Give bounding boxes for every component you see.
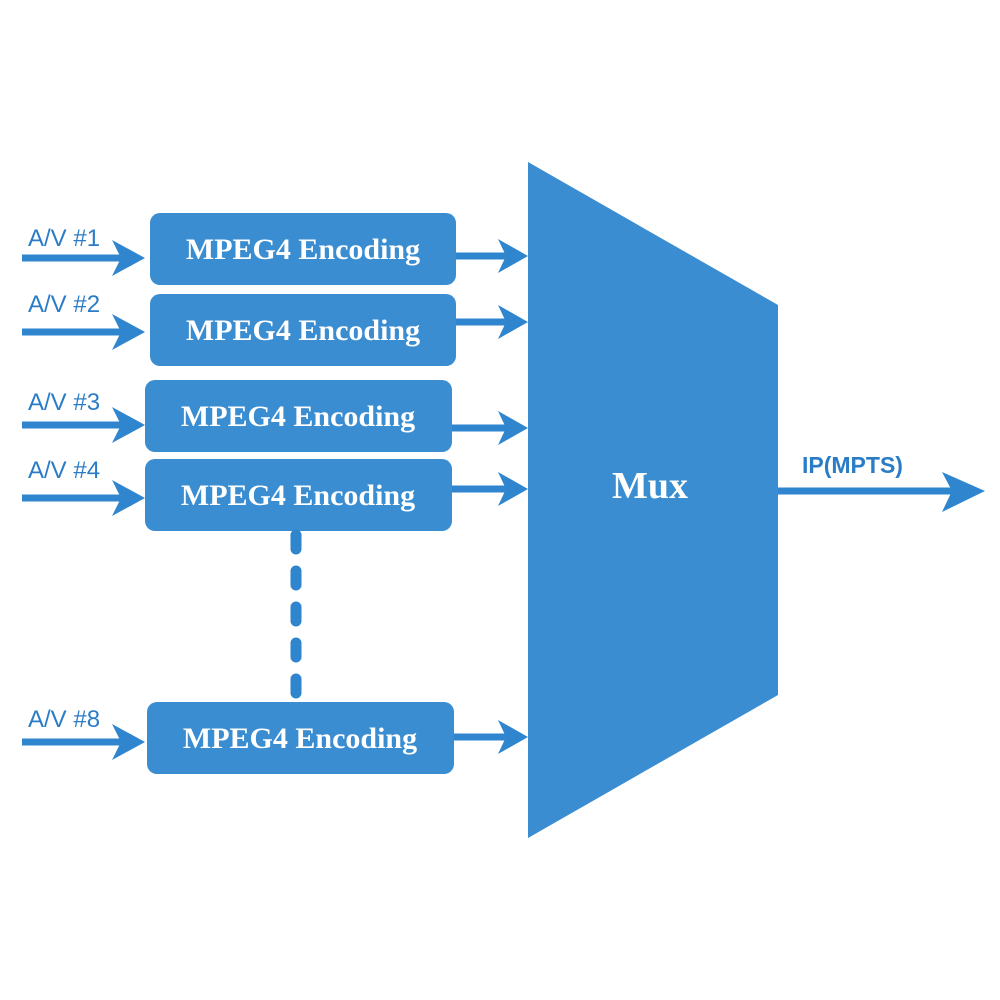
encoder-row-4: A/V #4 MPEG4 Encoding	[22, 457, 528, 531]
input-arrow-2-head	[112, 314, 145, 350]
input-arrow-3-head	[112, 407, 145, 443]
encoder-box-1-label: MPEG4 Encoding	[186, 233, 420, 266]
output-label: IP(MPTS)	[802, 452, 903, 478]
output-arrow-3-head	[498, 411, 528, 445]
encoder-box-1	[150, 213, 456, 285]
encoder-box-2	[150, 294, 456, 366]
encoder-row-1: A/V #1 MPEG4 Encoding	[22, 213, 528, 285]
encoder-box-3-label: MPEG4 Encoding	[181, 400, 415, 433]
input-label-1: A/V #1	[28, 225, 100, 252]
input-arrow-1-head	[112, 240, 145, 276]
encoder-box-8	[147, 702, 454, 774]
encoder-box-8-label: MPEG4 Encoding	[183, 722, 417, 755]
encoder-row-2: A/V #2 MPEG4 Encoding	[22, 291, 528, 366]
input-label-3: A/V #3	[28, 389, 100, 416]
input-arrow-4-head	[112, 480, 145, 516]
input-label-2: A/V #2	[28, 291, 100, 318]
output-arrow-head	[942, 472, 985, 512]
output-arrow: IP(MPTS)	[778, 452, 985, 512]
output-arrow-4-head	[498, 472, 528, 506]
output-arrow-2-head	[498, 305, 528, 339]
encoder-box-2-label: MPEG4 Encoding	[186, 314, 420, 347]
output-arrow-1-head	[498, 239, 528, 273]
input-arrow-8-head	[112, 724, 145, 760]
output-arrow-8-head	[498, 720, 528, 754]
input-label-4: A/V #4	[28, 457, 100, 484]
input-label-8: A/V #8	[28, 706, 100, 733]
encoder-box-4	[145, 459, 452, 531]
encoder-row-3: A/V #3 MPEG4 Encoding	[22, 380, 528, 452]
mux-block	[528, 162, 778, 838]
encoder-row-8: A/V #8 MPEG4 Encoding	[22, 702, 528, 774]
encoder-box-4-label: MPEG4 Encoding	[181, 479, 415, 512]
mux-label: Mux	[612, 465, 688, 507]
encoder-box-3	[145, 380, 452, 452]
